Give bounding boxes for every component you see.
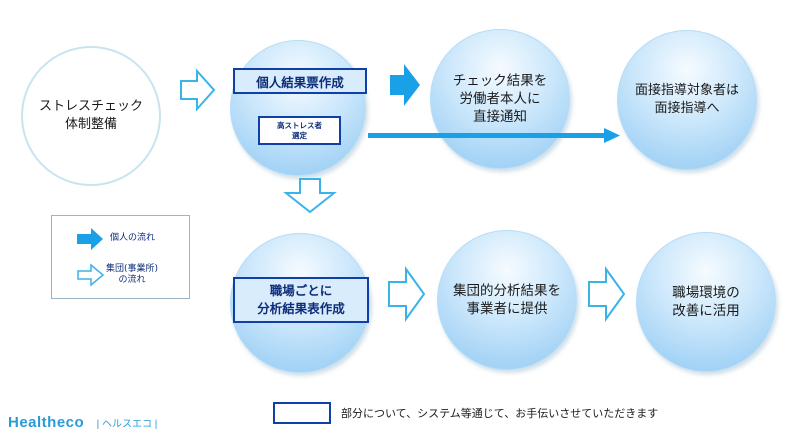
logo-text: Healtheco [8,414,85,431]
notify-circle: チェック結果を 労働者本人に 直接通知 [430,29,570,169]
arrow-analysis-to-provide [388,265,426,323]
improve-label: 職場環境の 改善に活用 [672,285,740,319]
individual-report-circle [230,40,366,176]
logo-kana: | ヘルスエコ | [96,419,158,430]
interview-label: 面接指導対象者は 面接指導へ [634,83,739,116]
note-highlight-sample [273,402,331,424]
improve-circle: 職場環境の 改善に活用 [636,232,776,372]
provide-circle: 集団的分析結果を 事業者に提供 [437,230,577,370]
setup-circle: ストレスチェック 体制整備 [21,46,161,186]
setup-label: ストレスチェック 体制整備 [38,99,143,132]
arrow-setup-to-report [180,68,216,112]
legend [51,215,190,299]
interview-circle: 面接指導対象者は 面接指導へ [617,30,757,170]
legend-group-arrow [77,263,105,287]
workplace-analysis-box: 職場ごとに 分析結果表作成 [233,277,369,323]
arrow-report-to-notify [390,64,420,106]
legend-group-label: 集団(事業所) の流れ [106,264,159,285]
legend-individual-arrow [77,228,103,250]
healtheco-logo: Healtheco | ヘルスエコ | [8,414,157,432]
provide-label: 集団的分析結果を 事業者に提供 [453,283,561,317]
individual-report-box: 個人結果票作成 [233,68,367,94]
high-stress-label: 高ストレス者 選定 [277,120,322,140]
notify-label: チェック結果を 労働者本人に 直接通知 [452,73,548,125]
individual-report-label: 個人結果票作成 [256,74,344,90]
legend-individual-label: 個人の流れ [110,233,156,243]
note-text: 部分について、システム等通じて、お手伝いさせていただきます [341,407,659,420]
arrow-down [283,178,337,214]
high-stress-box: 高ストレス者 選定 [258,116,341,145]
arrow-line-to-interview [368,128,620,143]
workplace-analysis-label: 職場ごとに 分析結果表作成 [257,283,345,316]
arrow-provide-to-improve [588,265,626,323]
